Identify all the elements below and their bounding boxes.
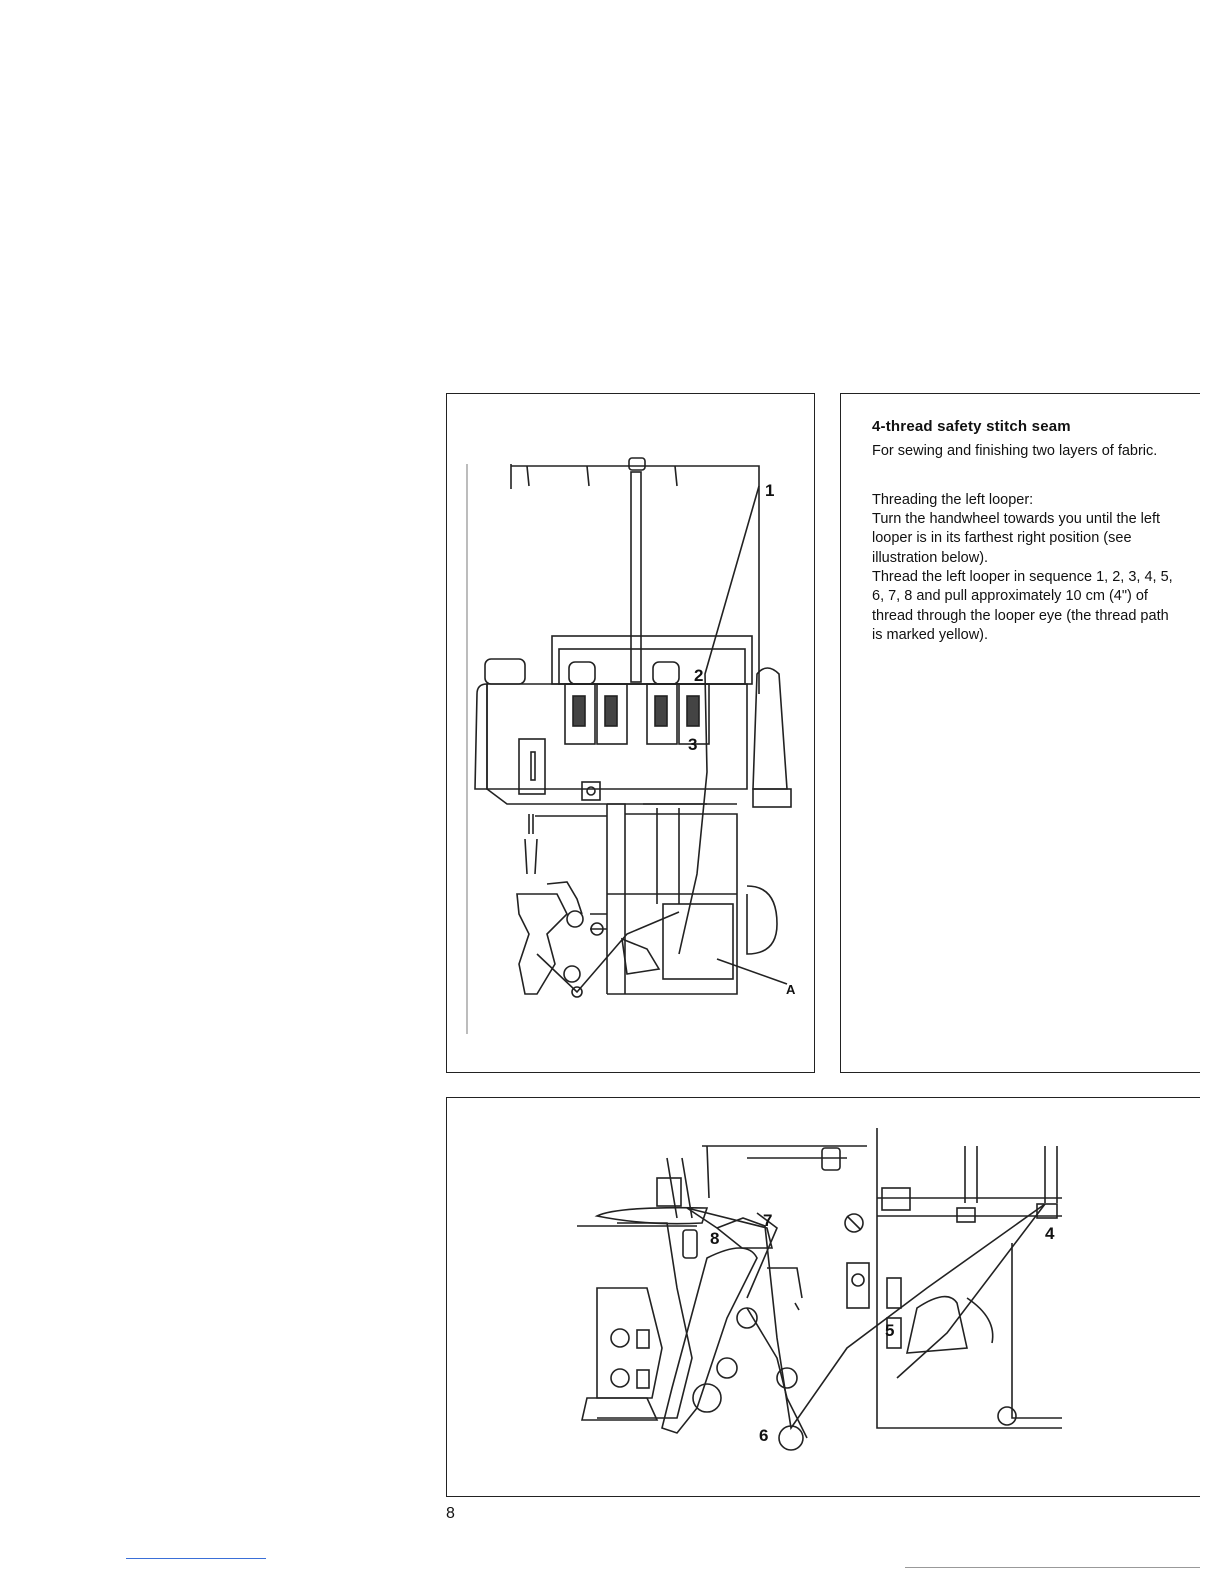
callout-4: 4 [1045, 1224, 1055, 1243]
bottom-rule [905, 1567, 1200, 1568]
looper-drawing: 4 5 6 7 8 [577, 1128, 1062, 1451]
intro-text: For sewing and finishing two layers of f… [872, 443, 1158, 459]
footer-rule [126, 1558, 266, 1559]
callout-2: 2 [694, 666, 703, 685]
callout-a: A [786, 982, 796, 997]
callout-6: 6 [759, 1426, 768, 1445]
looper-detail-illustration: 4 5 6 7 8 [446, 1097, 1200, 1497]
machine-overview-illustration: 1 2 3 A [446, 393, 815, 1073]
serger-drawing: 1 2 3 A [466, 457, 796, 1034]
callout-1: 1 [765, 481, 774, 500]
callout-5: 5 [885, 1321, 894, 1340]
sequence-instruction: Thread the left looper in sequence 1, 2,… [872, 569, 1173, 644]
section-heading: 4-thread safety stitch seam [872, 418, 1071, 435]
callout-8: 8 [710, 1229, 719, 1248]
instructions-panel [840, 393, 1200, 1073]
threading-instruction: Turn the handwheel towards you until the… [872, 511, 1161, 566]
callout-7: 7 [763, 1211, 772, 1230]
page-number: 8 [446, 1505, 455, 1522]
callout-3: 3 [688, 735, 697, 754]
threading-label: Threading the left looper: [872, 492, 1034, 508]
